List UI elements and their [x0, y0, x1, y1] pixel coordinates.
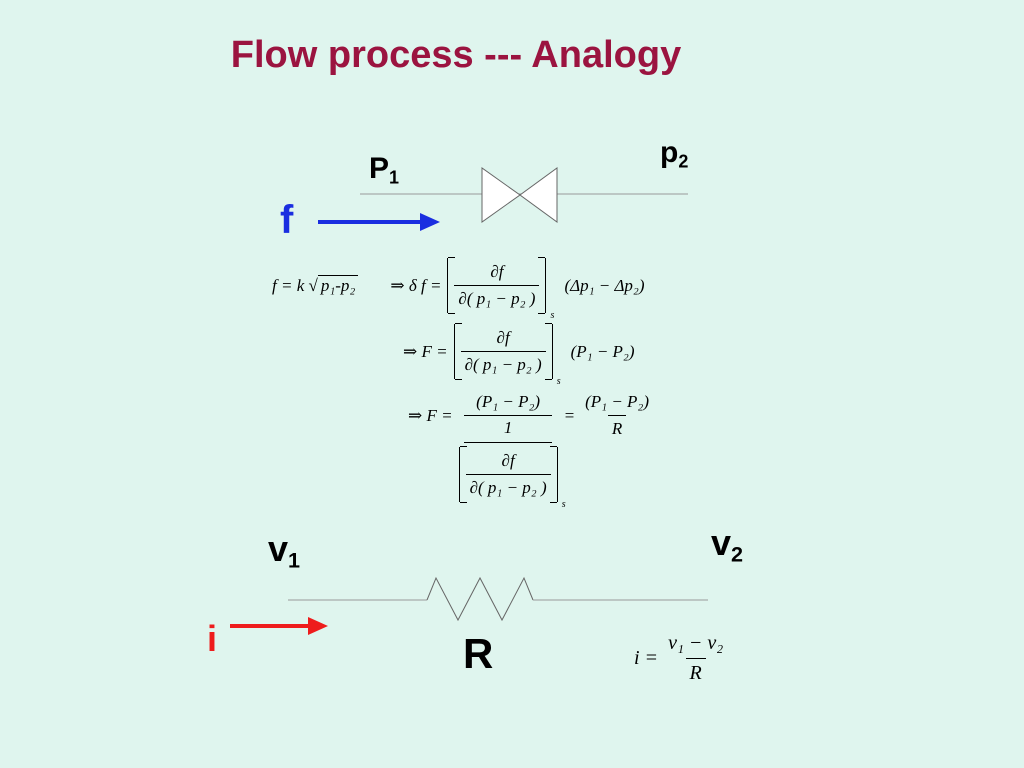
v1-label: v1: [268, 528, 301, 573]
equation-1: f = k √p₁-p₂ ⇒ δ f = ∂f ∂( p₁ − p₂ ) s (…: [272, 257, 645, 321]
partial-bracket-2: ∂f ∂( p₁ − p₂ ) s: [453, 323, 561, 387]
resistor-zigzag: [426, 576, 534, 622]
i-label: i: [207, 618, 218, 659]
partial-bracket-1: ∂f ∂( p₁ − p₂ ) s: [447, 257, 554, 321]
page-title: Flow process --- Analogy: [230, 34, 682, 76]
eq1-lhs: f = k √p₁-p₂: [272, 274, 359, 296]
partial-bracket-3: ∂f ∂( p₁ − p₂ ) s: [458, 446, 566, 510]
v2-label: v2: [711, 522, 744, 567]
sqrt-icon: √: [308, 275, 318, 295]
equation-2: ⇒ F = ∂f ∂( p₁ − p₂ ) s (P₁ − P₂): [403, 323, 635, 387]
f-label: f: [280, 198, 294, 242]
p1-label: P1: [369, 152, 400, 188]
valve-right-triangle: [519, 167, 558, 223]
p2-label: p2: [660, 136, 689, 172]
resistor-label: R: [463, 630, 494, 677]
big-fraction: (P₁ − P₂) 1 ∂f ∂( p₁ − p₂ ) s: [458, 392, 566, 510]
current-arrow-head: [308, 617, 328, 635]
equation-3: ⇒ F = (P₁ − P₂) 1 ∂f ∂( p₁ − p₂ ) s = (P…: [408, 392, 649, 510]
valve-left-triangle: [481, 167, 521, 223]
flow-arrow-head: [420, 213, 440, 231]
ohm-equation: i = v₁ − v₂ R: [634, 632, 724, 684]
